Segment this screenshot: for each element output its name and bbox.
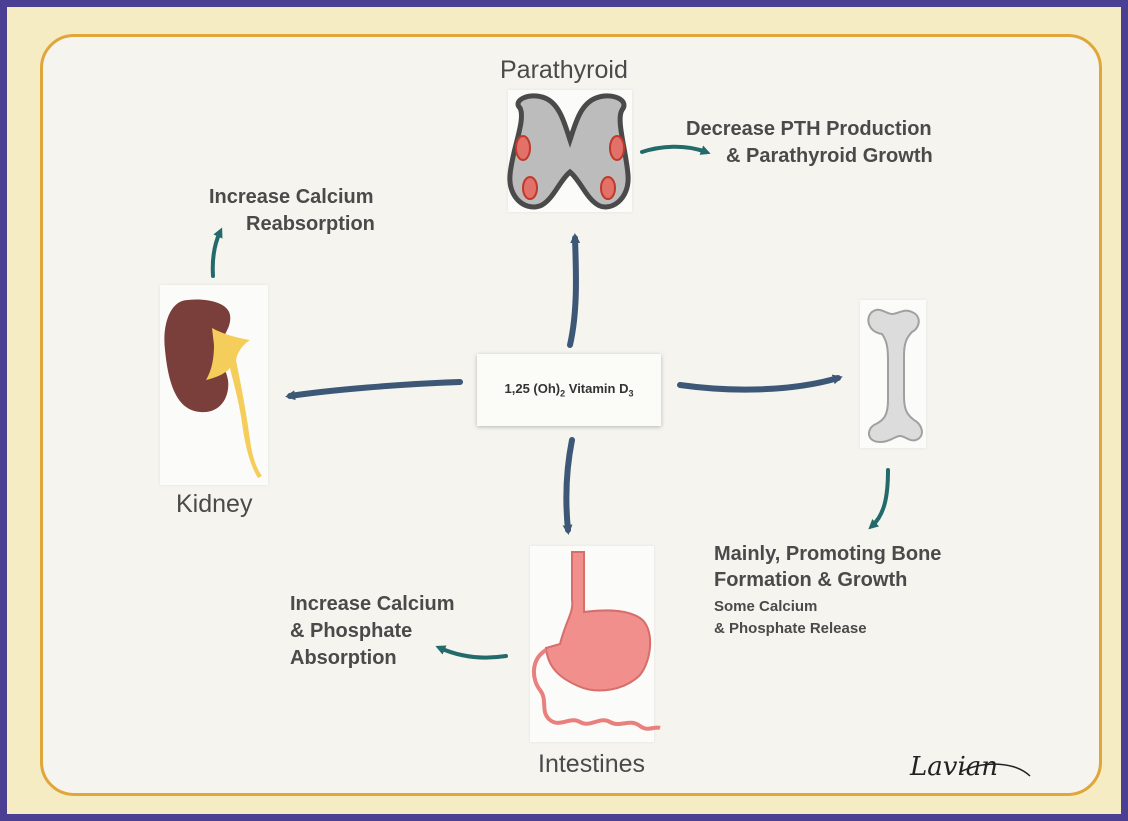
intestine-effect-line2: & Phosphate [290, 618, 412, 645]
intestine-effect-line1: Increase Calcium [290, 591, 455, 618]
bone-effect-line1: Mainly, Promoting Bone [714, 541, 941, 568]
arrow-kidney-effect [213, 232, 220, 276]
intestine-effect-line3: Absorption [290, 645, 397, 672]
arrow-to-intestines [566, 440, 572, 530]
parathyroid-label: Parathyroid [500, 56, 628, 85]
intestines-label: Intestines [538, 750, 645, 779]
parathyroid-effect-line1: Decrease PTH Production [686, 116, 932, 143]
bone-effect-line2: Formation & Growth [714, 567, 907, 594]
parathyroid-gland-2 [610, 136, 624, 160]
parathyroid-gland-1 [516, 136, 530, 160]
bone-icon [868, 310, 922, 442]
kidney-label: Kidney [176, 490, 252, 519]
bone-effect-line4: & Phosphate Release [714, 618, 867, 640]
vitamin-d3-label: 1,25 (Oh)2 Vitamin D3 [477, 354, 661, 426]
kidney-effect-line1: Increase Calcium [209, 184, 374, 211]
signature: Lavian [910, 752, 998, 782]
arrow-parathyroid-effect [642, 147, 706, 152]
kidney-effect-line2: Reabsorption [246, 211, 375, 238]
arrow-to-bone [680, 378, 838, 390]
arrow-to-kidney [290, 382, 460, 396]
parathyroid-effect-line2: & Parathyroid Growth [726, 143, 933, 170]
arrow-bone-effect [872, 470, 888, 526]
kidney-icon [164, 300, 262, 478]
arrow-to-parathyroid [570, 238, 576, 345]
bone-effect-line3: Some Calcium [714, 596, 817, 618]
parathyroid-gland-4 [601, 177, 615, 199]
intestines-icon [534, 552, 660, 729]
parathyroid-icon [510, 96, 628, 207]
arrow-intestine-effect [440, 648, 506, 658]
vitamin-d3-text: 1,25 (Oh)2 Vitamin D3 [505, 381, 634, 399]
parathyroid-gland-3 [523, 177, 537, 199]
